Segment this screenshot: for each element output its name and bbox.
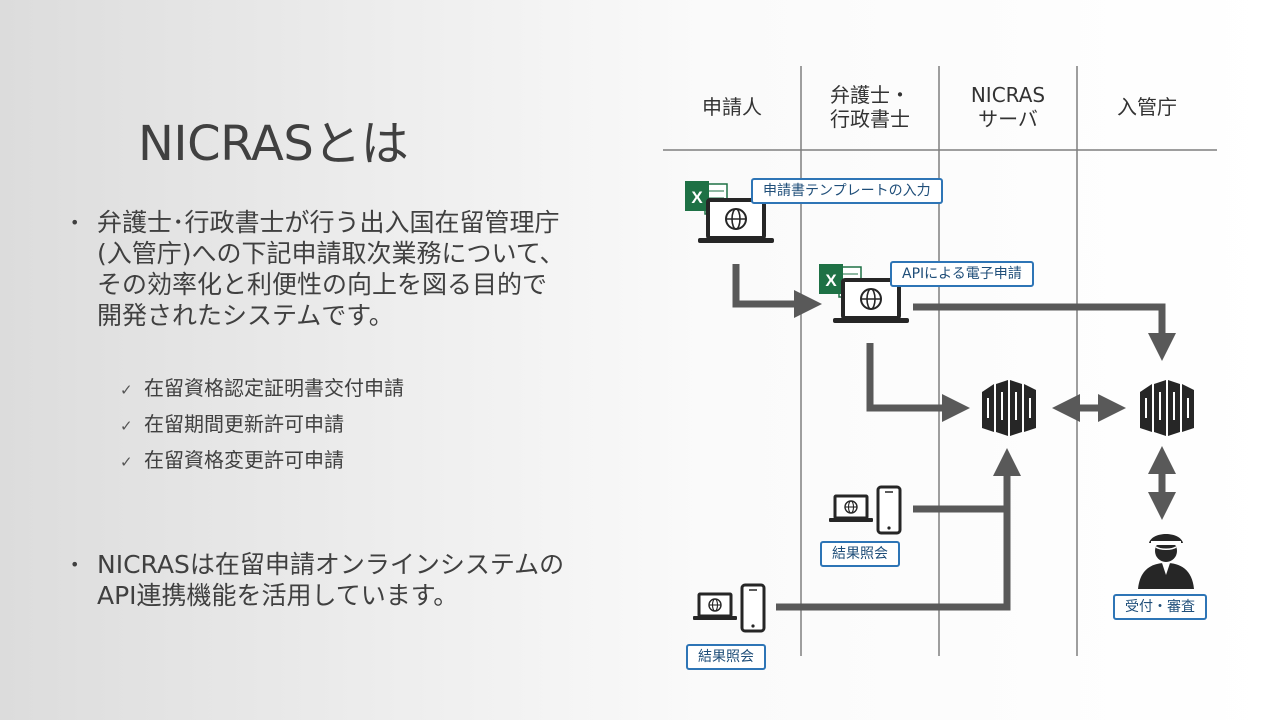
server-icon [981, 379, 1037, 437]
checklist-item: ✓ 在留資格変更許可申請 [120, 443, 404, 479]
checklist-label: 在留資格認定証明書交付申請 [144, 376, 404, 400]
checklist-item: ✓ 在留資格認定証明書交付申請 [120, 371, 404, 407]
lane-header-applicant: 申請人 [702, 95, 762, 119]
bullet-dot: • [70, 213, 80, 232]
bullet-item: • NICRASは在留申請オンラインシステムの API連携機能を活用しています。 [70, 549, 630, 611]
laptop-globe-icon [696, 198, 776, 245]
checklist-label: 在留資格変更許可申請 [144, 448, 344, 472]
check-icon: ✓ [120, 381, 133, 399]
bullet-text: 弁護士･行政書士が行う出入国在留管理庁 (入管庁)への下記申請取次業務について、… [97, 208, 565, 330]
officer-icon [1138, 534, 1194, 589]
laptop-globe-icon [827, 494, 875, 524]
check-icon: ✓ [120, 417, 133, 435]
checklist-label: 在留期間更新許可申請 [144, 412, 344, 436]
bullet-item: • 弁護士･行政書士が行う出入国在留管理庁 (入管庁)への下記申請取次業務につい… [70, 207, 630, 331]
checklist-item: ✓ 在留期間更新許可申請 [120, 407, 404, 443]
arrow-result-to-nicras [776, 448, 1021, 611]
smartphone-icon [740, 583, 766, 633]
lane-header-nicras-server: NICRAS サーバ [970, 83, 1046, 131]
lane-header-immigration: 入管庁 [1117, 95, 1177, 119]
label-result-view: 結果照会 [820, 541, 900, 567]
check-icon: ✓ [120, 453, 133, 471]
arrow-lawyer-to-nicras [866, 343, 970, 422]
server-icon [1139, 379, 1195, 437]
slide-title: NICRASとは [138, 116, 409, 172]
smartphone-icon [876, 485, 902, 535]
arrow-applicant-to-lawyer [732, 264, 822, 318]
label-result-view: 結果照会 [686, 644, 766, 670]
bullet-text: NICRASは在留申請オンラインシステムの API連携機能を活用しています。 [97, 550, 565, 610]
bullet-dot: • [70, 555, 80, 574]
label-template-input: 申請書テンプレートの入力 [751, 178, 943, 204]
arrow-lawyer-to-immigration [913, 303, 1176, 361]
laptop-globe-icon [691, 592, 739, 622]
label-api-apply: APIによる電子申請 [890, 261, 1034, 287]
label-review: 受付・審査 [1113, 594, 1207, 620]
lane-header-lawyer: 弁護士・ 行政書士 [830, 83, 910, 131]
application-checklist: ✓ 在留資格認定証明書交付申請 ✓ 在留期間更新許可申請 ✓ 在留資格変更許可申請 [120, 371, 404, 479]
